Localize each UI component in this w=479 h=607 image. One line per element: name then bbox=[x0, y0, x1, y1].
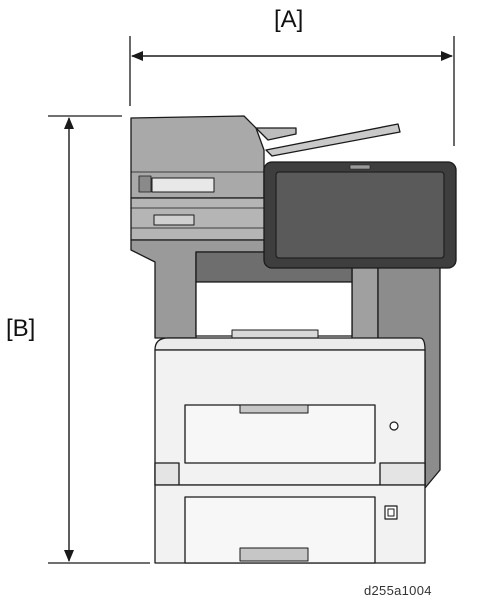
main-body-top bbox=[154, 337, 426, 351]
output-cavity bbox=[195, 281, 353, 337]
control-panel-screen bbox=[275, 171, 445, 259]
front-cover-handle bbox=[239, 404, 309, 414]
dimension-a bbox=[129, 36, 455, 146]
right-column bbox=[351, 261, 379, 343]
right-ledge bbox=[379, 462, 426, 486]
printer bbox=[130, 115, 457, 564]
scanner-unit bbox=[130, 197, 272, 241]
control-panel-indicator bbox=[349, 164, 371, 170]
left-ledge bbox=[154, 462, 180, 486]
scanner-handle bbox=[153, 214, 195, 226]
dimension-a-label: [A] bbox=[274, 6, 304, 33]
adf-slot-inner bbox=[138, 175, 152, 193]
output-tray-paper bbox=[231, 329, 319, 339]
power-indicator bbox=[389, 421, 399, 431]
adf-output-tray bbox=[265, 123, 401, 157]
front-cover bbox=[184, 404, 376, 464]
adf-slot bbox=[151, 177, 215, 193]
dimension-b-label: [B] bbox=[6, 315, 36, 342]
dimension-b bbox=[48, 115, 150, 564]
tray-lock-inner bbox=[387, 508, 395, 517]
adf-tray bbox=[255, 127, 297, 141]
figure-id: d255a1004 bbox=[364, 583, 432, 598]
paper-tray-handle bbox=[239, 547, 309, 562]
